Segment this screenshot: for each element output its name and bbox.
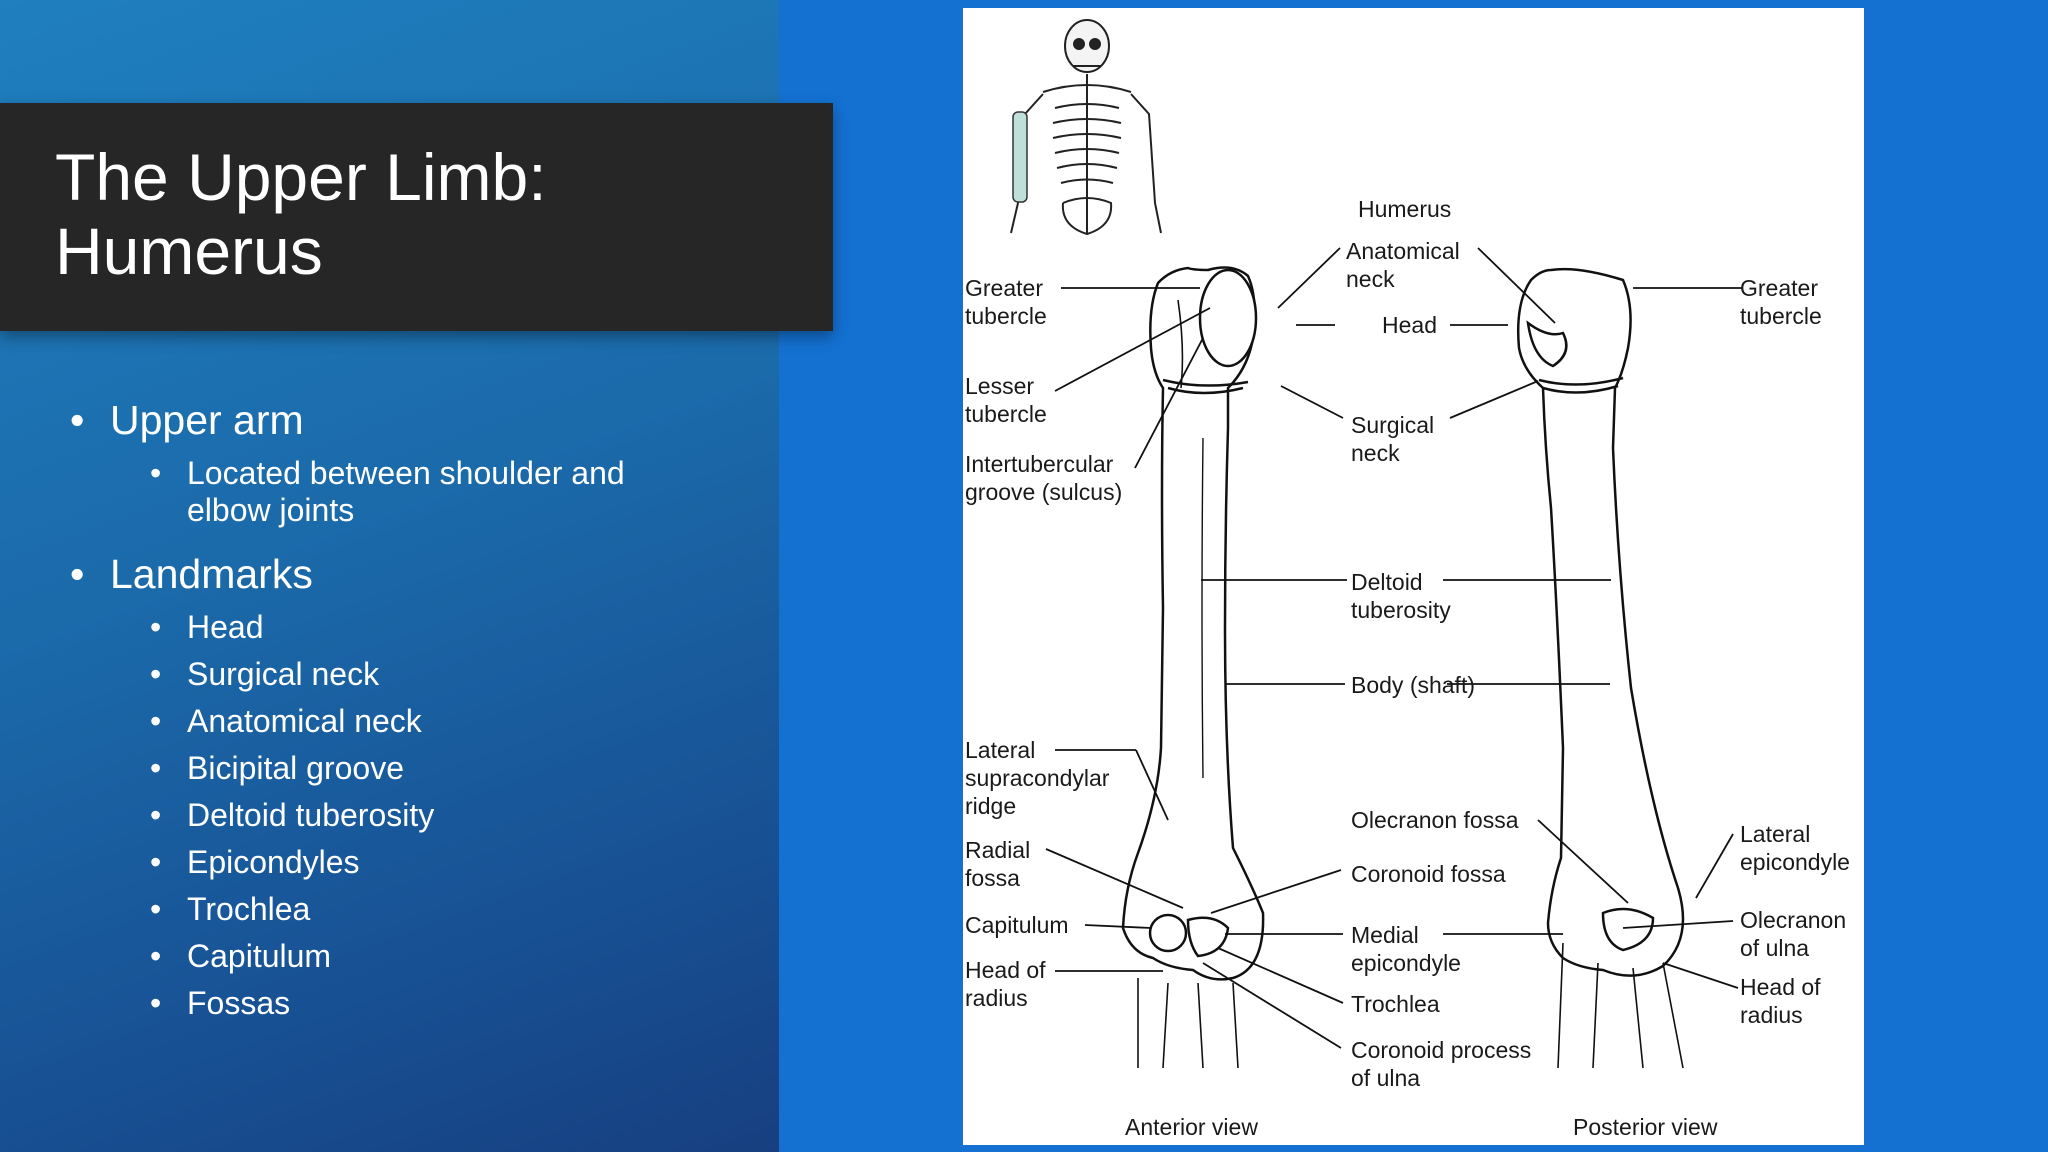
sub-bullet-text: Capitulum — [187, 938, 332, 974]
caption-anterior-view: Anterior view — [1125, 1114, 1258, 1140]
sub-bullet-deltoid-tuberosity: • Deltoid tuberosity — [70, 797, 750, 834]
bullet-text: Landmarks — [110, 551, 313, 597]
sub-bullet-text: elbow joints — [187, 492, 355, 528]
bullet-upper-arm: • Upper arm • Located between shoulder a… — [70, 395, 750, 529]
sub-bullet-bicipital-groove: • Bicipital groove — [70, 750, 750, 787]
bullet-dot-icon: • — [150, 938, 162, 974]
sub-bullet-anatomical-neck: • Anatomical neck — [70, 703, 750, 740]
sub-bullet-trochlea: • Trochlea — [70, 891, 750, 928]
sub-bullet-text: Located between shoulder and — [187, 455, 625, 491]
label-olecranon-fossa: Olecranon fossa — [1351, 807, 1519, 833]
bullet-dot-icon: • — [150, 844, 162, 880]
sub-bullet: • Located between shoulder and elbow joi… — [70, 455, 750, 529]
sub-bullet-text: Epicondyles — [187, 844, 360, 880]
bullet-dot-icon: • — [150, 891, 162, 927]
title-bar — [0, 103, 833, 331]
sub-bullet-text: Fossas — [187, 985, 291, 1021]
bullet-dot-icon: • — [150, 750, 162, 786]
label-body-shaft: Body (shaft) — [1351, 672, 1475, 698]
label-trochlea: Trochlea — [1351, 991, 1440, 1017]
leader-lines — [1045, 247, 1743, 1049]
bullet-dot-icon: • — [150, 656, 162, 692]
bullet-dot-icon: • — [150, 703, 162, 739]
slide-title: The Upper Limb: Humerus — [55, 140, 547, 288]
sub-bullet-text: Surgical neck — [187, 656, 380, 692]
label-coronoid-fossa: Coronoid fossa — [1351, 861, 1506, 887]
bullet-dot-icon: • — [70, 397, 85, 443]
sub-bullet-head: • Head — [70, 609, 750, 646]
sub-bullet-text: Bicipital groove — [187, 750, 404, 786]
label-capitulum: Capitulum — [965, 912, 1069, 938]
anterior-humerus — [1121, 266, 1265, 1069]
skeleton-icon — [1010, 19, 1162, 236]
title-line-1: The Upper Limb: — [55, 140, 547, 214]
sub-bullet-text: Deltoid tuberosity — [187, 797, 435, 833]
caption-posterior-view: Posterior view — [1573, 1114, 1718, 1140]
bullet-dot-icon: • — [70, 551, 85, 597]
sub-bullet-surgical-neck: • Surgical neck — [70, 656, 750, 693]
label-humerus: Humerus — [1358, 196, 1451, 222]
bullet-dot-icon: • — [150, 797, 162, 833]
label-head: Head — [1382, 312, 1437, 338]
bullet-landmarks: • Landmarks • Head • Surgical neck • Anatom… — [70, 549, 750, 1022]
posterior-humerus — [1516, 267, 1685, 1069]
sub-bullet-capitulum: • Capitulum — [70, 938, 750, 975]
bullet-dot-icon: • — [150, 609, 162, 645]
sub-bullet-text: Anatomical neck — [187, 703, 422, 739]
sub-bullet-text: Head — [187, 609, 264, 645]
sub-bullet-epicondyles: • Epicondyles — [70, 844, 750, 881]
bullet-dot-icon: • — [150, 455, 162, 491]
bullet-text: Upper arm — [110, 397, 304, 443]
bullet-list: • Upper arm • Located between shoulder a… — [70, 395, 750, 1034]
bullet-dot-icon: • — [150, 985, 162, 1021]
sub-bullet-text: Trochlea — [187, 891, 311, 927]
sub-bullet-fossas: • Fossas — [70, 985, 750, 1022]
title-line-2: Humerus — [55, 214, 323, 288]
